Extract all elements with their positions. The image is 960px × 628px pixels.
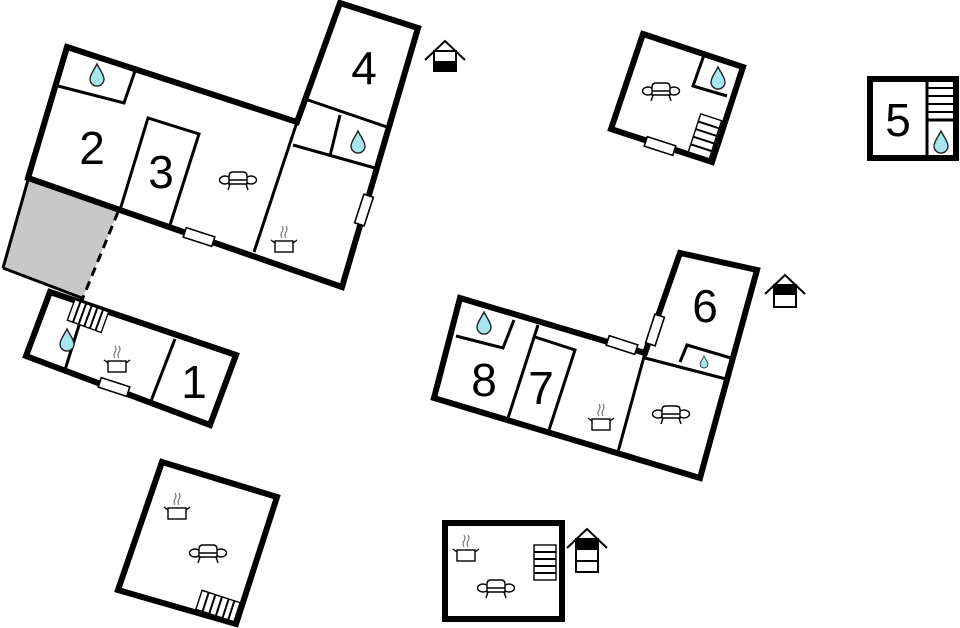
water-drop-icon <box>350 130 366 154</box>
building-c <box>114 458 281 628</box>
building-b <box>607 30 747 166</box>
room-label-7: 7 <box>528 362 554 414</box>
room-label-8: 8 <box>471 354 497 406</box>
sofa-icon <box>218 171 258 191</box>
kitchen-pot-icon <box>587 403 615 431</box>
building-a-annex: 1 <box>22 288 240 429</box>
building-e: 8 7 6 <box>430 249 761 482</box>
kitchen-pot-icon <box>452 534 480 562</box>
water-drop-icon <box>699 355 709 369</box>
house-floor-icon <box>424 39 466 72</box>
water-drop-icon <box>59 328 75 352</box>
room-label-1: 1 <box>181 356 207 408</box>
house-floor-icon <box>566 527 608 573</box>
kitchen-pot-icon <box>270 225 298 253</box>
kitchen-pot-icon <box>163 492 191 520</box>
building-f <box>442 520 565 622</box>
kitchen-pot-icon <box>103 345 131 373</box>
house-floor-icon <box>764 273 806 308</box>
building-d: 5 <box>867 76 959 161</box>
room-label-4: 4 <box>351 42 377 94</box>
sofa-icon <box>641 82 681 102</box>
building-a: 2 3 4 <box>1 0 422 301</box>
room-label-2: 2 <box>79 122 105 174</box>
room-label-5: 5 <box>885 94 911 146</box>
sofa-icon <box>188 544 228 564</box>
shaded-terrace <box>3 180 118 300</box>
sofa-icon <box>651 405 691 425</box>
room-label-6: 6 <box>692 280 718 332</box>
water-drop-icon <box>710 66 726 90</box>
water-drop-icon <box>933 130 949 154</box>
water-drop-icon <box>476 311 492 335</box>
water-drop-icon <box>89 63 105 87</box>
sofa-icon <box>476 579 516 599</box>
room-label-3: 3 <box>148 146 174 198</box>
